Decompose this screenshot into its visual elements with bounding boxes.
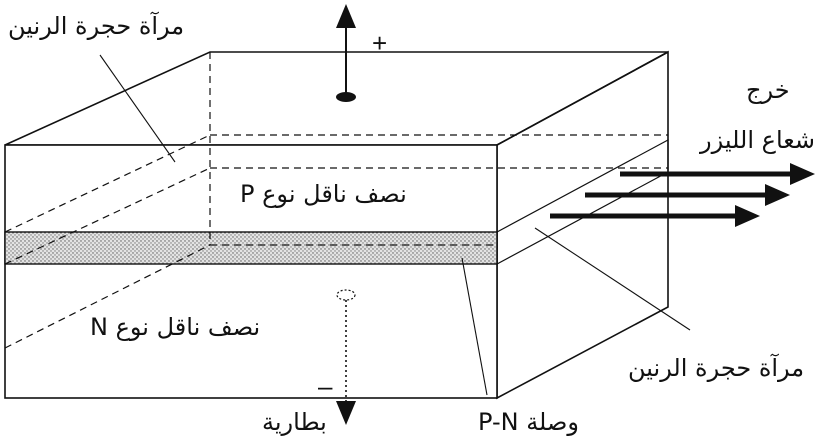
bottom-electrode-contact (336, 289, 356, 301)
pn-junction-layer (4, 231, 498, 265)
block-front-face (4, 144, 498, 399)
hidden-edges (4, 52, 668, 349)
n-type-label: نصف ناقل نوع N (90, 313, 261, 341)
output-label-line2: شعاع الليزر (700, 126, 815, 154)
pn-junction-label: وصلة P-N (478, 408, 579, 436)
block-right-face (496, 50, 669, 400)
p-type-label: نصف ناقل نوع P (240, 180, 407, 208)
battery-label: بطارية (262, 408, 327, 436)
minus-sign: – (318, 371, 333, 401)
mirror-top-label: مرآة حجرة الرنين (8, 12, 185, 40)
output-label-line1: خرج (746, 76, 790, 104)
leader-lines (99, 54, 691, 396)
top-electrode-arrowhead (336, 4, 356, 28)
bottom-electrode-arrowhead (336, 401, 356, 425)
laser-beam-arrows (550, 163, 815, 227)
pn-junction-side (496, 138, 669, 266)
plus-sign: + (372, 28, 388, 58)
mirror-bottom-label: مرآة حجرة الرنين (628, 354, 805, 382)
